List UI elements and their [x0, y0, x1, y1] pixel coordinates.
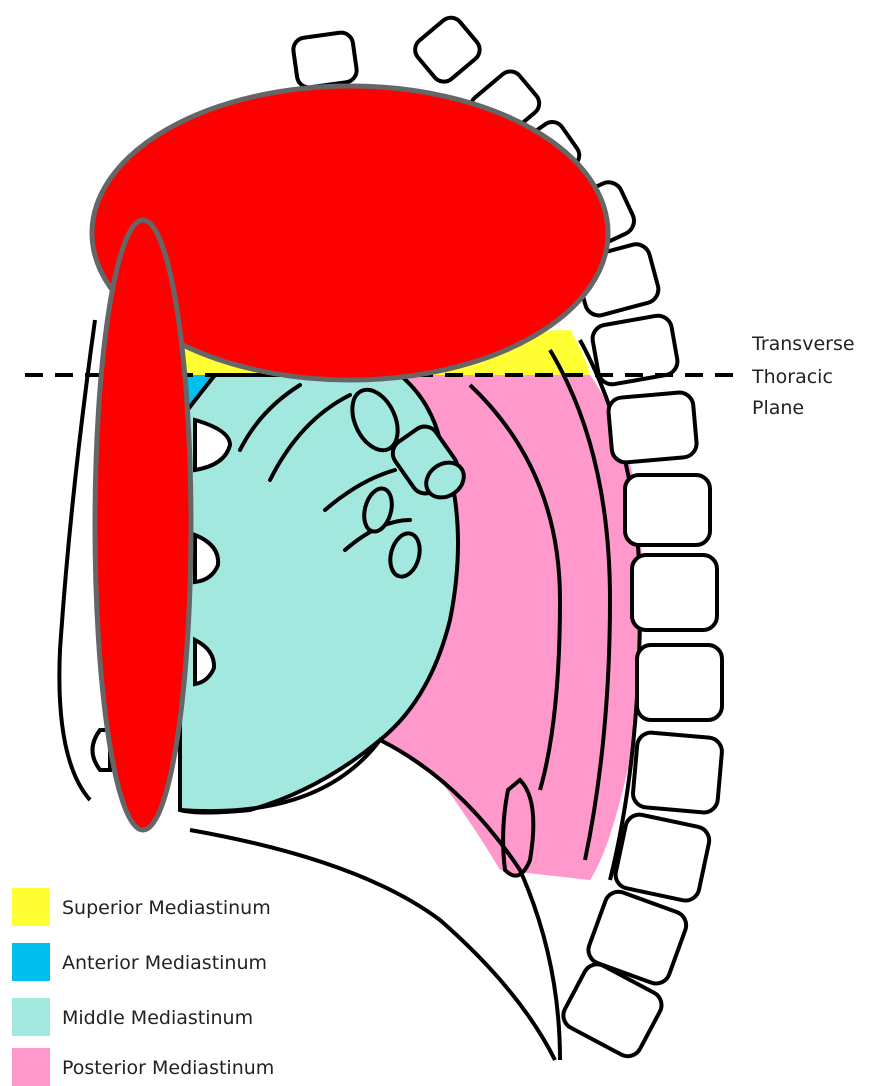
legend-swatch-middle: [12, 998, 50, 1036]
plane-label-line3: Plane: [752, 397, 804, 419]
sternum-outline: [59, 320, 95, 800]
legend-label-middle: Middle Mediastinum: [62, 1007, 253, 1029]
legend-label-anterior: Anterior Mediastinum: [62, 952, 267, 974]
legend-label-superior: Superior Mediastinum: [62, 897, 271, 919]
legend-label-posterior: Posterior Mediastinum: [62, 1057, 274, 1079]
legend-swatch-superior: [12, 888, 50, 926]
plane-label-line2: Thoracic: [751, 366, 833, 388]
legend: Superior Mediastinum Anterior Mediastinu…: [12, 888, 274, 1086]
redaction-oval-vertical: [95, 220, 191, 830]
plane-label-line1: Transverse: [751, 333, 855, 355]
legend-swatch-anterior: [12, 943, 50, 981]
descending-aorta: [503, 780, 533, 876]
legend-swatch-posterior: [12, 1048, 50, 1086]
